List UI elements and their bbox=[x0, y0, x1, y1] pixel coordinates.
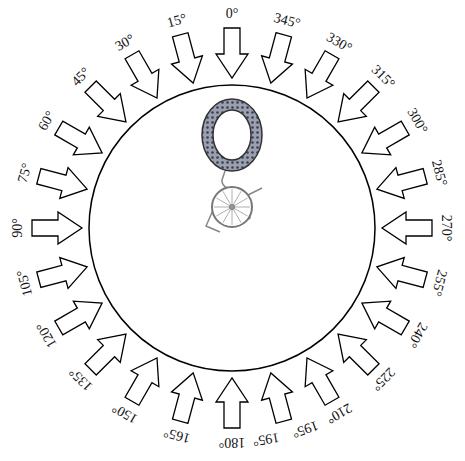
angle-label: 105° bbox=[15, 269, 35, 298]
wind-arrow bbox=[216, 378, 248, 428]
wind-arrow bbox=[373, 251, 430, 295]
angle-label: 270° bbox=[439, 215, 453, 242]
angle-label: 150° bbox=[110, 401, 140, 426]
angle-label: 330° bbox=[324, 30, 354, 55]
wind-arrow bbox=[51, 289, 110, 342]
wind-arrow bbox=[165, 369, 209, 426]
angle-label: 345° bbox=[273, 11, 302, 31]
angle-label: 45° bbox=[69, 65, 93, 89]
angle-label: 195° bbox=[290, 418, 320, 440]
wind-arrow bbox=[382, 212, 432, 244]
wind-arrow bbox=[293, 47, 346, 106]
angle-label: 240° bbox=[405, 320, 430, 350]
angle-label: 300° bbox=[405, 106, 430, 136]
angle-label: 15° bbox=[165, 12, 188, 31]
domain-circle bbox=[89, 85, 375, 371]
wind-arrow bbox=[165, 31, 209, 88]
angle-label: 30° bbox=[113, 32, 137, 54]
wind-arrow bbox=[79, 323, 137, 381]
wind-arrow bbox=[51, 114, 110, 167]
angle-label: 195° bbox=[251, 430, 279, 448]
wind-arrow bbox=[216, 28, 248, 78]
angle-label: 210° bbox=[324, 401, 354, 426]
angle-label: 165° bbox=[162, 424, 191, 444]
angle-label: 90° bbox=[11, 218, 25, 238]
angle-label: 180° bbox=[219, 435, 246, 449]
wind-arrow bbox=[373, 161, 430, 205]
angle-label: 75° bbox=[16, 161, 35, 184]
angle-label: 60° bbox=[36, 109, 58, 133]
wind-arrow bbox=[35, 161, 92, 205]
wind-arrow bbox=[118, 350, 171, 409]
angle-label: 120° bbox=[34, 320, 59, 350]
angle-label: 255° bbox=[428, 269, 448, 298]
wind-arrow bbox=[327, 323, 385, 381]
wind-arrow bbox=[293, 350, 346, 409]
wind-arrow bbox=[79, 75, 137, 133]
wind-arrow bbox=[32, 212, 82, 244]
wind-arrow bbox=[354, 289, 413, 342]
wind-arrow bbox=[255, 31, 299, 88]
wind-arrow bbox=[255, 369, 299, 426]
wind-arrow bbox=[118, 47, 171, 106]
wind-arrow bbox=[354, 114, 413, 167]
wind-arrow bbox=[327, 75, 385, 133]
angle-label: 285° bbox=[428, 158, 448, 187]
vehicle-illustration bbox=[202, 99, 262, 232]
wind-arrow bbox=[35, 251, 92, 295]
angle-label: 0° bbox=[226, 7, 239, 21]
arrow-ring bbox=[32, 28, 432, 428]
